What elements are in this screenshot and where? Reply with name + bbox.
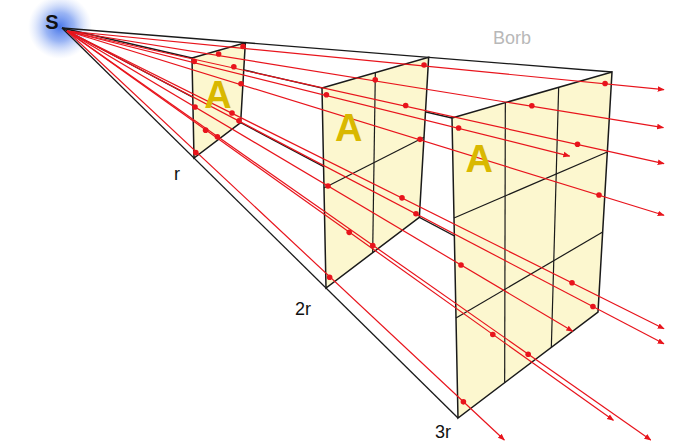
light-ray	[67, 31, 664, 164]
frame-line	[62, 28, 458, 418]
ray-dot	[461, 399, 467, 405]
light-ray	[67, 31, 573, 331]
ray-dot	[327, 274, 333, 280]
light-ray	[67, 31, 664, 329]
ray-dot	[421, 62, 427, 68]
distance-label: 3r	[435, 423, 451, 441]
ray-dot	[529, 103, 535, 109]
light-ray	[67, 31, 570, 156]
node-text: A	[335, 109, 362, 147]
ray-dot	[490, 332, 496, 338]
light-rays	[67, 31, 664, 440]
source-point: S	[45, 12, 58, 33]
node-text: S	[45, 12, 58, 32]
ray-dot	[417, 137, 423, 143]
light-ray	[67, 31, 663, 128]
ray-dot	[399, 195, 405, 201]
light-ray	[67, 31, 664, 344]
ray-dot	[231, 64, 237, 70]
ray-dot	[191, 59, 197, 65]
area-letter: A	[335, 109, 362, 147]
ray-dot	[324, 92, 330, 98]
ray-dot	[216, 51, 222, 57]
light-ray	[67, 31, 504, 440]
light-ray	[67, 31, 664, 90]
ray-dot	[236, 118, 242, 124]
node-text: A	[204, 76, 231, 114]
panel-grid-line	[504, 103, 506, 383]
ray-dot	[596, 192, 602, 198]
author-watermark: Borb	[493, 29, 531, 47]
distance-label: r	[174, 165, 180, 183]
panel-grid-line	[551, 87, 558, 347]
ray-dot	[456, 125, 462, 131]
ray-dot	[590, 304, 596, 310]
light-ray	[67, 31, 651, 440]
ray-dot	[215, 134, 221, 140]
ray-dot	[346, 230, 352, 236]
ray-dot	[569, 280, 575, 286]
ray-dot	[403, 103, 409, 109]
ray-dot	[413, 211, 419, 217]
area-letter: A	[465, 140, 492, 178]
ray-dot	[370, 243, 376, 249]
distance-label: 2r	[295, 300, 311, 318]
ray-dot	[238, 81, 244, 87]
area-letter: A	[204, 76, 231, 114]
ray-dot	[193, 150, 199, 156]
light-ray	[67, 31, 613, 420]
node-text: A	[465, 140, 492, 178]
ray-dot	[203, 127, 209, 133]
ray-dot	[372, 77, 378, 83]
ray-dot	[525, 351, 531, 357]
ray-dot	[602, 81, 608, 87]
ray-dot	[240, 44, 246, 50]
ray-dot	[458, 262, 464, 268]
ray-dot	[575, 141, 581, 147]
ray-dot	[192, 104, 198, 110]
ray-dot	[325, 183, 331, 189]
